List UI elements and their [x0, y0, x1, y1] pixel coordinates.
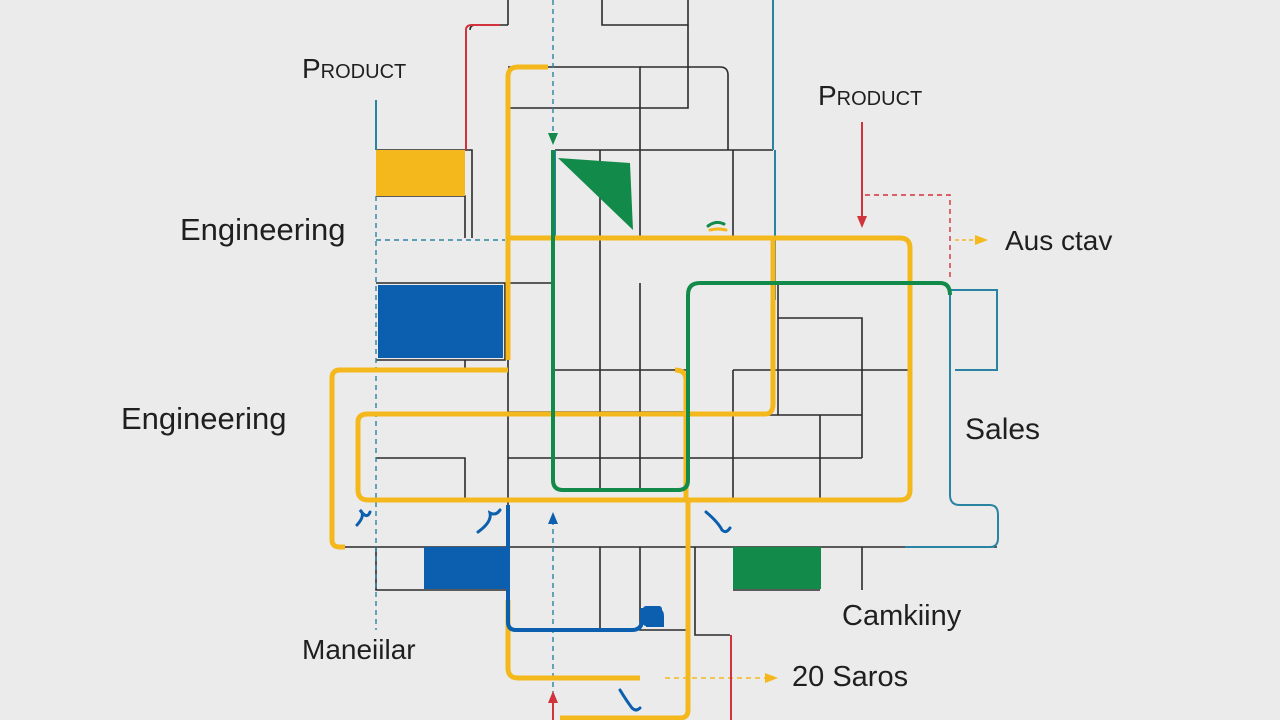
yellow-loop [505, 64, 548, 360]
grid-line [376, 195, 466, 238]
grid-line [375, 547, 508, 591]
label-product-right: Product [818, 80, 923, 111]
blue-connector [506, 505, 664, 632]
grid-line [601, 0, 689, 26]
arrowheads [548, 133, 988, 703]
teal-line [950, 289, 998, 371]
squiggle-mark [355, 508, 372, 527]
grid-line [640, 25, 689, 109]
squiggle-mark [708, 227, 728, 232]
yellow-loop [560, 500, 691, 720]
red-line [465, 24, 500, 150]
grid-line [640, 66, 729, 150]
triangle-block-green [558, 158, 633, 230]
red-lines [465, 24, 863, 720]
yellow-loop [505, 600, 640, 681]
label-sales: Sales [965, 413, 1041, 446]
yellow-connector-loops [329, 64, 913, 720]
yellow-loop [674, 367, 689, 500]
grid-line [376, 457, 466, 500]
label-engineering-top: Engineering [180, 212, 346, 247]
green-connector-loop [551, 150, 952, 492]
squiggle-mark [618, 688, 642, 712]
label-camkiiny: Camkiiny [842, 600, 962, 632]
squiggle-mark [704, 510, 732, 534]
arrow-right-icon [975, 235, 988, 245]
grid-line [639, 547, 688, 631]
arrow-down-icon [857, 216, 867, 228]
product-block-yellow [376, 150, 465, 196]
label-aus-clay: Aus ctav [1005, 225, 1113, 256]
arrow-up-icon [548, 512, 558, 524]
yellow-loop [355, 235, 913, 503]
teal-line [905, 290, 999, 548]
squiggle-mark [476, 508, 502, 534]
squiggle-mark [706, 220, 726, 228]
grid-line [376, 283, 506, 361]
blue-stub [643, 606, 662, 626]
company-block-green [733, 547, 821, 589]
yellow-loop [329, 367, 508, 550]
label-engineering-mid: Engineering [121, 401, 287, 436]
label-sales-count: 20 Saros [792, 661, 909, 693]
label-maneilar: Maneiilar [302, 634, 416, 665]
engineering-block-blue [378, 285, 503, 358]
grid-line [694, 547, 730, 636]
grid-lines [333, 0, 997, 636]
squiggle-marks [355, 220, 732, 712]
arrow-down-icon [548, 133, 558, 145]
arrow-right-icon [765, 673, 778, 683]
manager-block-blue [424, 547, 510, 589]
dashed-line [865, 194, 951, 280]
label-product-left: Product [302, 53, 407, 84]
grid-line [778, 317, 863, 458]
arrow-up-icon [548, 691, 558, 703]
